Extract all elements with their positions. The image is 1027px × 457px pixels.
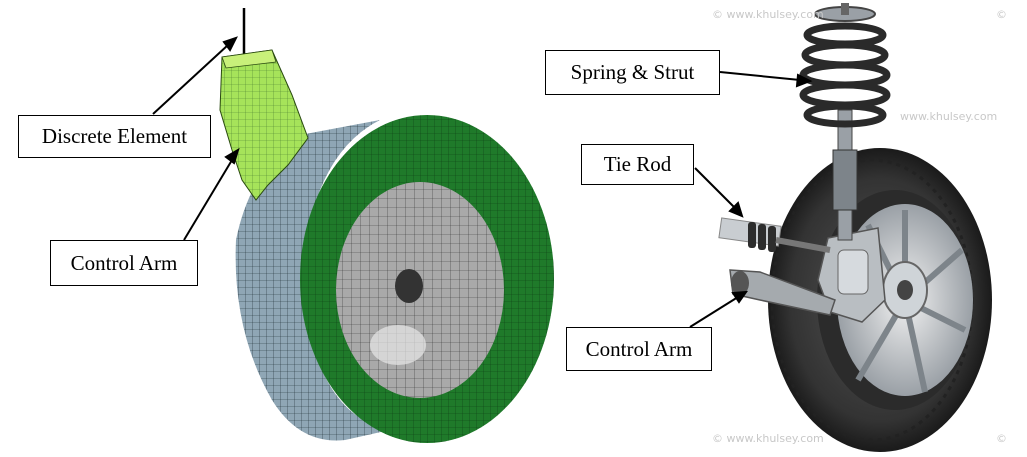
tie-rod [718,217,831,253]
strut [832,109,858,241]
control-arm [729,269,836,316]
fe-control-arm [219,49,309,201]
watermark-edge-top: © [996,8,1007,21]
suspension-illustration [689,3,992,452]
label-spring-strut: Spring & Strut [545,50,720,95]
watermark-mid: www.khulsey.com [900,110,998,123]
label-control-arm-right: Control Arm [566,327,712,371]
label-control-arm-left: Control Arm [50,240,198,286]
strut-top-mount [814,3,876,22]
label-tie-rod: Tie Rod [581,144,694,185]
brake-caliper [817,227,886,323]
fe-tire-tread [235,120,390,441]
label-discrete-element: Discrete Element [18,115,211,158]
watermark-top: © www.khulsey.com [712,8,824,21]
fe-hub [336,182,504,398]
watermark-edge-bottom: © [996,432,1007,445]
right-arrows [689,71,813,328]
watermark-bottom: © www.khulsey.com [712,432,824,445]
fe-model [152,8,554,443]
coil-spring [799,22,891,128]
left-arrows [152,36,240,241]
